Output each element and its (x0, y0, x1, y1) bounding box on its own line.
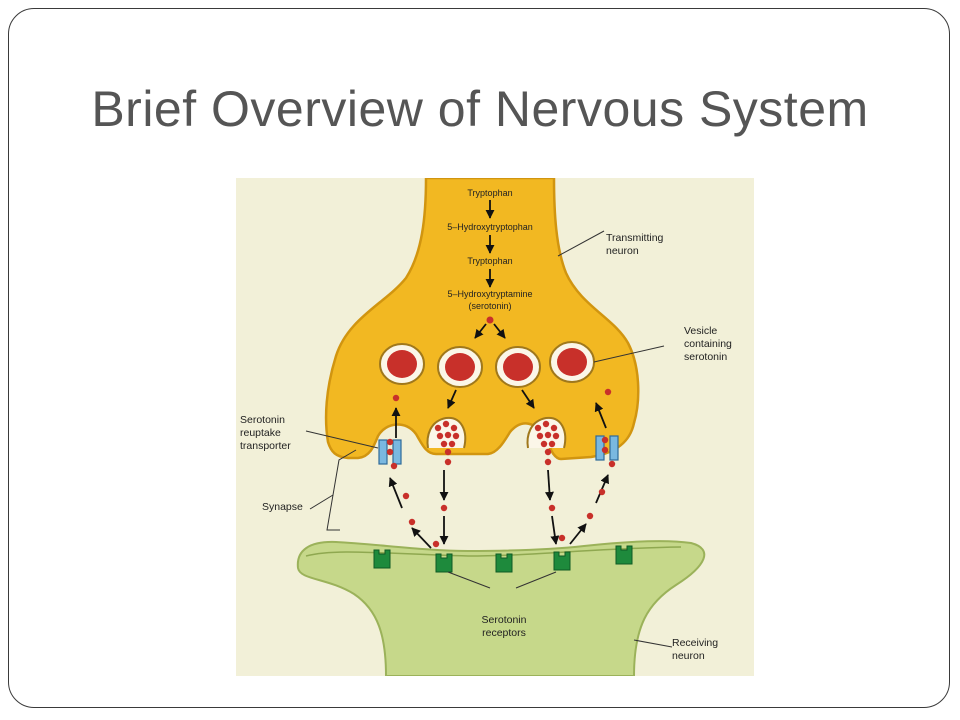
serotonin-molecule (450, 424, 458, 432)
serotonin-molecule (390, 462, 398, 470)
label-transmitting-neuron-2: neuron (606, 245, 639, 257)
leader-line (447, 571, 491, 589)
label-receiving-neuron-1: Receiving (672, 637, 718, 649)
serotonin-molecule (444, 458, 452, 466)
label-vesicle-2: containing (684, 338, 732, 350)
serotonin-receptor (373, 549, 391, 569)
synthesis-pathway: Tryptophan 5–Hydroxytryptophan Tryptopha… (447, 188, 533, 339)
label-transmitting-neuron-1: Transmitting (606, 232, 664, 244)
serotonin-molecule (444, 448, 452, 456)
label-reuptake-1: Serotonin (240, 414, 285, 426)
serotonin-molecule (544, 431, 552, 439)
serotonin-molecule (544, 448, 552, 456)
serotonin-molecule (534, 424, 542, 432)
serotonin-molecule (598, 488, 606, 496)
serotonin-molecule (386, 448, 394, 456)
label-receptors-2: receptors (482, 627, 526, 639)
serotonin-molecules (386, 388, 616, 548)
serotonin-molecule (544, 458, 552, 466)
serotonin-molecule (601, 446, 609, 454)
label-vesicle-3: serotonin (684, 351, 727, 363)
serotonin-molecule (442, 420, 450, 428)
serotonin-molecule (440, 504, 448, 512)
leader-line (633, 639, 673, 648)
receiving-membrane (305, 546, 682, 557)
serotonin-receptor (553, 551, 571, 571)
transmitting-neuron (324, 178, 640, 461)
serotonin-molecule (550, 424, 558, 432)
vesicles (379, 341, 595, 388)
serotonin-molecule (444, 431, 452, 439)
serotonin-molecule (558, 534, 566, 542)
serotonin-molecule (392, 394, 400, 402)
serotonin-molecule (536, 432, 544, 440)
pathway-step-3: Tryptophan (467, 256, 512, 266)
receiving-neuron (296, 540, 706, 676)
serotonin-molecule (548, 440, 556, 448)
serotonin-receptor (495, 553, 513, 573)
leader-line (309, 494, 334, 510)
pathway-step-5: (serotonin) (468, 301, 511, 311)
serotonin-molecule (452, 432, 460, 440)
pathway-step-1: Tryptophan (467, 188, 512, 198)
slide-title: Brief Overview of Nervous System (91, 81, 869, 137)
vesicle (549, 341, 595, 383)
serotonin-molecule (608, 460, 616, 468)
leader-line (593, 345, 665, 363)
serotonin-molecule (604, 388, 612, 396)
label-reuptake-3: transporter (240, 440, 291, 452)
label-receiving-neuron-2: neuron (672, 650, 705, 662)
label-receptors-1: Serotonin (482, 614, 527, 626)
pathway-step-4: 5–Hydroxytryptamine (447, 289, 532, 299)
serotonin-molecule (552, 432, 560, 440)
serotonin-molecule (386, 438, 394, 446)
serotonin-molecule (432, 540, 440, 548)
vesicle (379, 343, 425, 385)
serotonin-receptor (615, 545, 633, 565)
pathway-step-2: 5–Hydroxytryptophan (447, 222, 533, 232)
serotonin-molecule (434, 424, 442, 432)
serotonin-molecule (486, 316, 494, 324)
synapse-diagram: Tryptophan 5–Hydroxytryptophan Tryptopha… (236, 178, 754, 676)
leader-line (515, 571, 557, 589)
serotonin-receptors (373, 545, 633, 573)
label-reuptake-2: reuptake (240, 427, 281, 439)
label-vesicle-1: Vesicle (684, 325, 717, 337)
leader-line (305, 430, 379, 449)
serotonin-molecule (408, 518, 416, 526)
serotonin-molecule (402, 492, 410, 500)
synapse-bracket (326, 449, 357, 531)
serotonin-molecule (548, 504, 556, 512)
vesicle (495, 346, 541, 388)
label-synapse: Synapse (262, 501, 303, 513)
synapse-diagram-svg: Tryptophan 5–Hydroxytryptophan Tryptopha… (240, 178, 732, 676)
serotonin-molecule (440, 440, 448, 448)
serotonin-molecule (586, 512, 594, 520)
serotonin-molecule (601, 436, 609, 444)
serotonin-molecule (448, 440, 456, 448)
leader-line (557, 230, 605, 257)
serotonin-molecule (540, 440, 548, 448)
serotonin-receptor (435, 553, 453, 573)
vesicle (437, 346, 483, 388)
serotonin-molecule (542, 420, 550, 428)
serotonin-molecule (436, 432, 444, 440)
